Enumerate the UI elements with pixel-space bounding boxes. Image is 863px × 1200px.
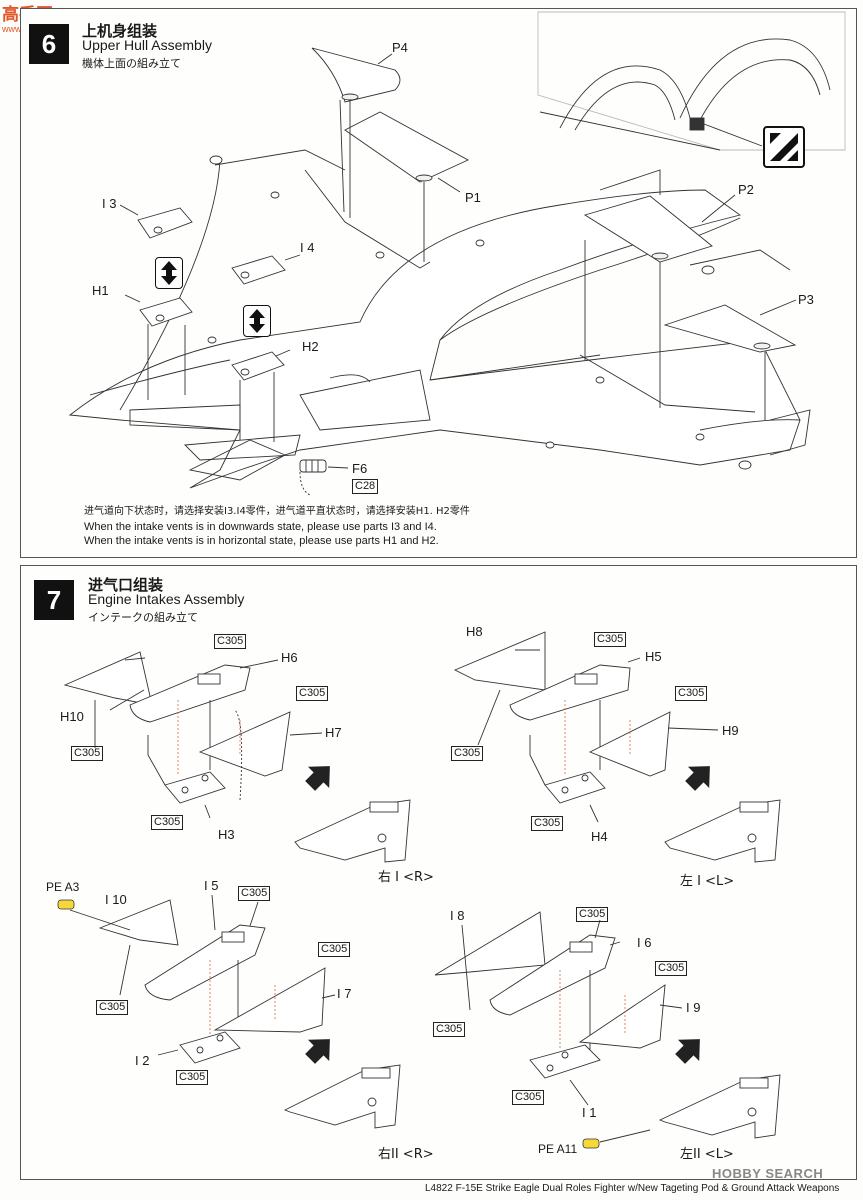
step-6-title-jp: 機体上面の組み立て [82, 57, 181, 70]
label-i3: I 3 [102, 196, 117, 211]
glue-c305-label: C305 [451, 746, 484, 761]
intake-right-2-drawing [57, 894, 401, 1129]
label-p3: P3 [798, 292, 814, 307]
pe-a11-part [582, 1138, 600, 1149]
step-7-title-cn: 进气口组装 [88, 576, 164, 594]
glue-c305-label: C305 [71, 746, 104, 761]
step-7-title-en: Engine Intakes Assembly [88, 591, 245, 607]
glue-c305-label: C305 [512, 1090, 545, 1105]
label-i10: I 10 [105, 892, 127, 907]
glue-c305-label: C305 [176, 1070, 209, 1085]
label-pe-a3: PE A3 [46, 880, 80, 894]
pe-a3-part [57, 899, 75, 910]
page-footer: L4822 F-15E Strike Eagle Dual Roles Figh… [425, 1183, 840, 1194]
part-p3-drawing [663, 304, 797, 353]
glue-c305-label: C305 [531, 816, 564, 831]
glue-c305-label: C305 [151, 815, 184, 830]
step-6-title-en: Upper Hull Assembly [82, 37, 212, 53]
assembly-leaders [119, 53, 797, 469]
glue-c305-label: C305 [675, 686, 708, 701]
label-p2: P2 [738, 182, 754, 197]
glue-c305-label: C305 [238, 886, 271, 901]
glue-c305-label: C305 [318, 942, 351, 957]
glue-c305-label: C305 [655, 961, 688, 976]
step-7-number: 7 [34, 580, 74, 620]
part-p1-drawing [344, 111, 470, 183]
label-pe-a11: PE A11 [538, 1142, 578, 1156]
step-6-note-cn: 进气道向下状态时，请选择安装I3.I4零件，进气道平直状态时，请选择安装H1. … [84, 506, 470, 517]
label-h5: H5 [645, 649, 662, 664]
glue-c305-label: C305 [594, 632, 627, 647]
glue-c305-label: C305 [214, 634, 247, 649]
label-i7: I 7 [337, 986, 352, 1001]
step-6-number: 6 [29, 24, 69, 64]
part-i3-drawing [137, 207, 193, 239]
label-i2: I 2 [135, 1053, 150, 1068]
step-6-title-cn: 上机身组装 [82, 22, 158, 40]
label-h1: H1 [92, 283, 109, 298]
caption-right-1: 右 I <R> [378, 870, 434, 885]
hobbysearch-watermark: HOBBY SEARCH [712, 1166, 824, 1181]
glue-c305-label: C305 [433, 1022, 466, 1037]
caption-left-2: 左II <L> [680, 1147, 734, 1162]
step-7-panel [20, 565, 857, 1180]
glue-c305-label: C305 [96, 1000, 129, 1015]
glue-c305-label: C305 [296, 686, 329, 701]
caption-left-1: 左 I <L> [680, 874, 735, 889]
label-h3: H3 [218, 827, 235, 842]
step-6-note-en-1: When the intake vents is in downwards st… [84, 521, 437, 533]
label-i4: I 4 [300, 240, 315, 255]
label-h6: H6 [281, 650, 298, 665]
label-h7: H7 [325, 725, 342, 740]
label-h9: H9 [722, 723, 739, 738]
step-7-title-jp: インテークの組み立て [88, 611, 198, 624]
label-h4: H4 [591, 829, 608, 844]
label-c28: C28 [352, 479, 379, 494]
label-i5: I 5 [204, 878, 219, 893]
label-i1: I 1 [582, 1105, 597, 1120]
label-h10: H10 [60, 709, 84, 724]
intake-left-2-drawing [434, 911, 781, 1149]
up-down-arrow-icon [155, 257, 183, 289]
intake-right-1-drawing [63, 651, 411, 863]
hull-body [68, 149, 811, 489]
part-f6-drawing [299, 459, 327, 473]
label-f6: F6 [352, 461, 368, 476]
up-down-arrow-icon [243, 305, 271, 337]
step-6-note-en-2: When the intake vents is in horizontal s… [84, 535, 439, 547]
caption-right-2: 右II <R> [378, 1147, 434, 1162]
label-p1: P1 [465, 190, 481, 205]
label-p4: P4 [392, 40, 408, 55]
part-p2-drawing [583, 195, 713, 263]
label-h2: H2 [302, 339, 319, 354]
label-h8: H8 [466, 624, 483, 639]
cut-off-icon [763, 126, 805, 168]
part-h1-drawing [139, 297, 193, 327]
label-i6: I 6 [637, 935, 652, 950]
intake-left-1-drawing [453, 631, 781, 863]
glue-c305-label: C305 [576, 907, 609, 922]
label-i9: I 9 [686, 1000, 701, 1015]
part-p4-drawing [311, 47, 401, 103]
label-i8: I 8 [450, 908, 465, 923]
